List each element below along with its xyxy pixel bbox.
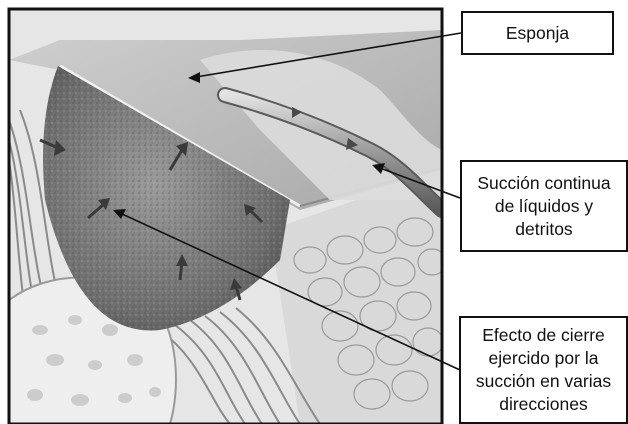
label-sponge-text: Esponja (506, 22, 569, 45)
label-sealing-effect: Efecto de cierre ejercido por la succión… (459, 316, 628, 424)
label-sealing-line-2: ejercido por la (476, 347, 611, 370)
label-continuous-suction: Succión continua de líquidos y detritos (460, 160, 628, 252)
label-sealing-line-3: succión en varias (476, 370, 611, 393)
label-suction-line-3: detritos (477, 218, 610, 241)
label-suction-line-2: de líquidos y (477, 195, 610, 218)
label-suction-line-1: Succión continua (477, 172, 610, 195)
label-sealing-line-1: Efecto de cierre (476, 324, 611, 347)
label-sealing-line-4: direcciones (476, 393, 611, 416)
label-sponge: Esponja (461, 11, 614, 55)
